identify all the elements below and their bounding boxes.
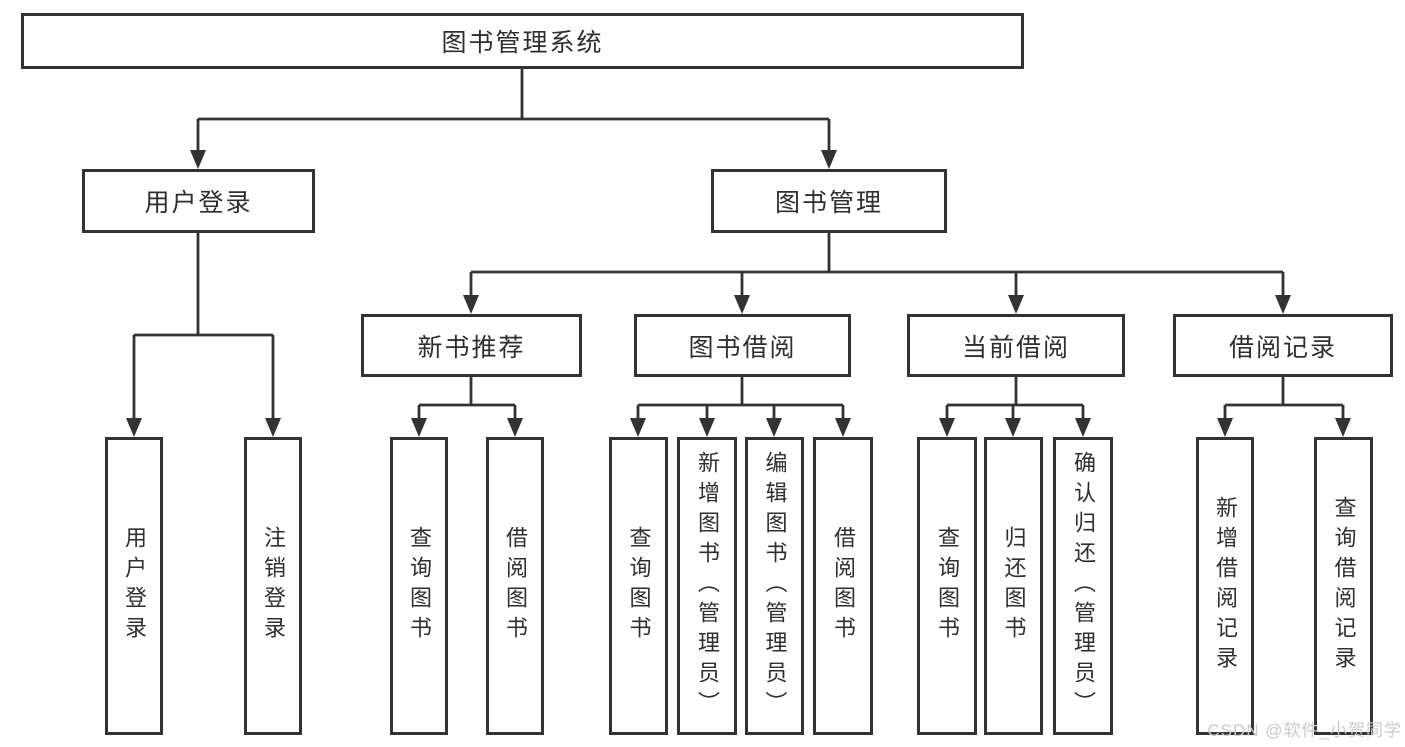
leaf-borrow-books-label: 借阅图书 <box>831 526 856 646</box>
node-user-login: 用户登录 <box>82 169 315 233</box>
leaf-borrow-books-recommend-label: 借阅图书 <box>503 526 528 646</box>
leaf-borrow-books: 借阅图书 <box>813 437 873 735</box>
leaf-return-books-label: 归还图书 <box>1001 526 1027 646</box>
node-book-management-label: 图书管理 <box>774 189 883 217</box>
leaf-user-login: 用户登录 <box>105 437 163 735</box>
leaf-add-book-admin-label: 新增图书（管理员） <box>695 451 720 721</box>
node-current-borrowing-label: 当前借阅 <box>961 333 1070 362</box>
leaf-query-books-borrowing-label: 查询图书 <box>626 526 652 646</box>
leaf-add-borrow-record-label: 新增借阅记录 <box>1213 496 1238 676</box>
leaf-query-books-current-label: 查询图书 <box>935 526 960 646</box>
node-borrowing-records-label: 借阅记录 <box>1228 333 1337 362</box>
node-new-book-recommend-label: 新书推荐 <box>417 333 526 362</box>
leaf-user-login-label: 用户登录 <box>122 526 147 646</box>
leaf-return-books: 归还图书 <box>984 437 1043 735</box>
leaf-query-borrow-record: 查询借阅记录 <box>1314 437 1373 735</box>
arrowheads <box>126 150 1351 437</box>
leaf-confirm-return-admin: 确认归还（管理员） <box>1053 437 1113 735</box>
leaf-borrow-books-recommend: 借阅图书 <box>486 437 544 735</box>
leaf-query-borrow-record-label: 查询借阅记录 <box>1331 496 1357 676</box>
node-new-book-recommend: 新书推荐 <box>361 314 582 377</box>
node-book-borrowing: 图书借阅 <box>634 314 851 377</box>
leaf-query-books-recommend: 查询图书 <box>390 437 448 735</box>
node-book-borrowing-label: 图书借阅 <box>688 333 797 362</box>
leaf-add-borrow-record: 新增借阅记录 <box>1196 437 1254 735</box>
leaf-edit-book-admin-label: 编辑图书（管理员） <box>762 451 788 721</box>
node-library-system: 图书管理系统 <box>21 13 1024 69</box>
leaf-logout-login: 注销登录 <box>244 437 302 735</box>
node-current-borrowing: 当前借阅 <box>907 314 1125 377</box>
csdn-watermark: CSDN @软件_小贺同学 <box>1207 721 1402 740</box>
leaf-confirm-return-admin-label: 确认归还（管理员） <box>1071 451 1096 721</box>
leaf-logout-login-label: 注销登录 <box>261 526 286 646</box>
leaf-query-books-recommend-label: 查询图书 <box>407 526 432 646</box>
node-borrowing-records: 借阅记录 <box>1173 314 1393 377</box>
node-book-management: 图书管理 <box>711 169 947 233</box>
leaf-add-book-admin: 新增图书（管理员） <box>677 437 737 735</box>
node-library-system-label: 图书管理系统 <box>441 29 604 57</box>
leaf-query-books-borrowing: 查询图书 <box>609 437 668 735</box>
leaf-edit-book-admin: 编辑图书（管理员） <box>745 437 804 735</box>
node-user-login-label: 用户登录 <box>144 189 253 217</box>
leaf-query-books-current: 查询图书 <box>917 437 977 735</box>
